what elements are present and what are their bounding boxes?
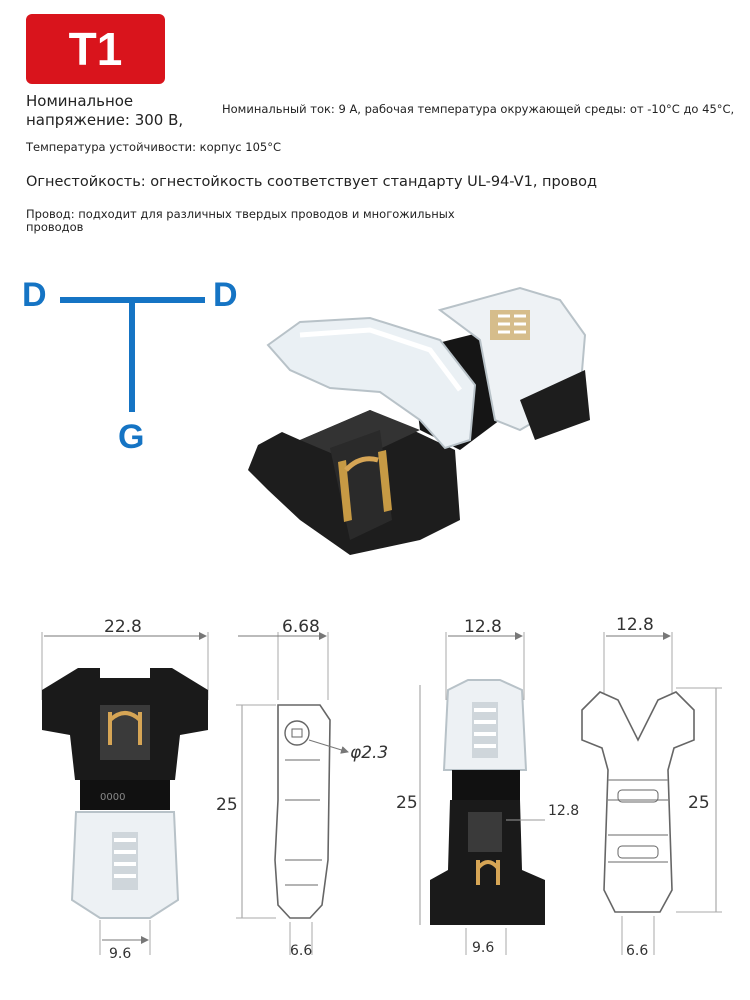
diagram-label-left: D	[22, 276, 47, 314]
dim-height-rear: 25	[396, 793, 418, 813]
dimension-view-side: 6.68 φ2.3 25 6.6	[216, 617, 388, 959]
dim-bottom-front: 9.6	[109, 946, 131, 962]
t-wiring-diagram: D D G	[22, 276, 238, 456]
dim-bottom-top: 6.6	[626, 943, 648, 959]
dim-height-side: 25	[216, 795, 238, 815]
dim-height-top: 25	[688, 793, 710, 813]
dimension-view-top: 12.8 25 6.6	[581, 615, 722, 959]
spec-temperature: Температура устойчивости: корпус 105°C	[26, 140, 281, 154]
dim-width-top: 12.8	[616, 615, 654, 635]
diagram-label-right: D	[213, 276, 238, 314]
spec-voltage: Номинальное напряжение: 300 В,	[26, 92, 184, 129]
dim-bottom-rear: 9.6	[472, 940, 494, 956]
dim-width-rear: 12.8	[464, 617, 502, 637]
spec-wire: Провод: подходит для различных твердых п…	[26, 207, 455, 234]
diagram-label-bottom: G	[118, 418, 144, 456]
dimension-view-front: 22.8 0000 9.6	[41, 617, 209, 962]
spec-current: Номинальный ток: 9 А, рабочая температур…	[222, 102, 735, 116]
connector-photo	[248, 286, 590, 555]
dim-bottom-side: 6.6	[290, 943, 312, 959]
svg-text:0000: 0000	[100, 792, 125, 803]
dim-inner-rear: 12.8	[548, 803, 579, 819]
dim-hole: φ2.3	[350, 743, 388, 763]
dim-width-front: 22.8	[104, 617, 142, 637]
dim-width-side: 6.68	[282, 617, 320, 637]
spec-fire-resistance: Огнестойкость: огнестойкость соответству…	[26, 174, 598, 190]
dimension-view-rear: 12.8 12.8 25 9.6	[396, 617, 579, 956]
model-badge: T1	[26, 14, 165, 84]
